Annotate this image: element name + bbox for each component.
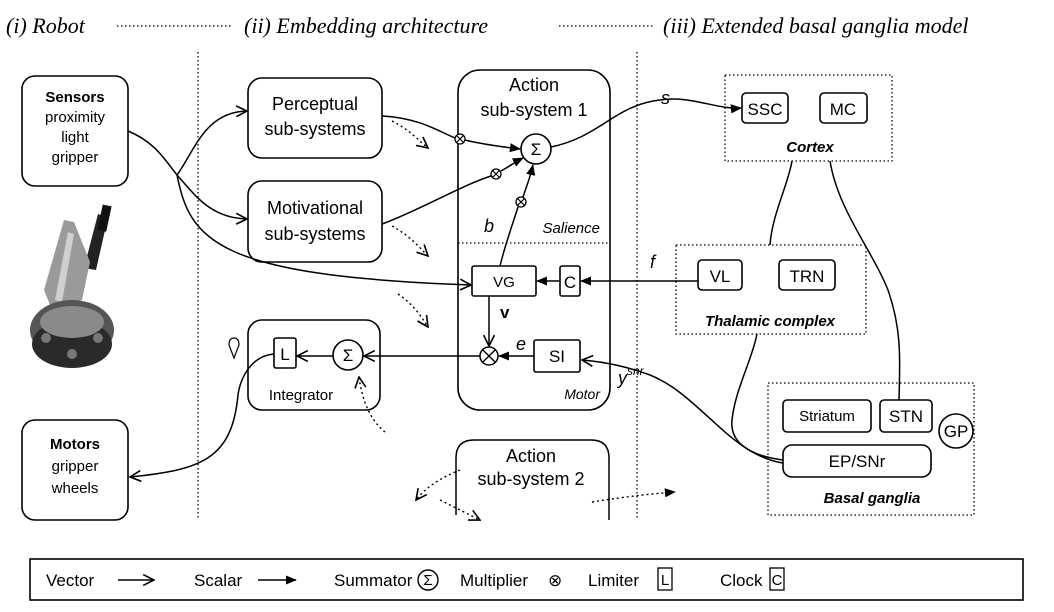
action-subsystem-1-box: Action sub-system 1 Salience Motor [457, 69, 611, 411]
cortex-group: SSC MC Cortex [724, 74, 893, 162]
basal-ganglia-label: Basal ganglia [824, 490, 921, 507]
legend: Vector Scalar Summator Σ Multiplier ⊗ Li… [29, 558, 1024, 601]
svg-text:Σ: Σ [423, 572, 432, 589]
vl-node [697, 259, 743, 291]
label-y-snr: ysnr [616, 364, 645, 388]
svg-text:L: L [661, 572, 669, 589]
svg-text:VL: VL [710, 267, 731, 286]
svg-text:Action: Action [506, 446, 556, 466]
gp-node [938, 413, 974, 449]
label-v: v [500, 303, 510, 322]
heading-embedding: (ii) Embedding architecture [244, 13, 488, 38]
legend-clock-icon [769, 567, 785, 591]
dotted-connections [359, 120, 676, 520]
label-s: s [661, 88, 670, 108]
legend-clock-label: Clock [720, 571, 763, 590]
sensors-title: Sensors [45, 89, 104, 106]
label-f: f [650, 252, 657, 272]
legend-multiplier-icon: ⊗ [548, 571, 562, 590]
legend-summator-icon [417, 569, 439, 591]
multiplier-small [515, 196, 527, 208]
stn-node [879, 399, 933, 433]
ep-snr-node [782, 444, 932, 478]
sensors-box: Sensors proximity light gripper [21, 75, 129, 187]
svg-text:Motivational: Motivational [267, 198, 363, 218]
svg-text:TRN: TRN [790, 267, 825, 286]
motors-item: gripper [52, 458, 99, 475]
striatum-node [782, 399, 872, 433]
sum-symbol: Σ [343, 346, 354, 365]
clock-label: C [564, 273, 576, 292]
svg-text:sub-system 1: sub-system 1 [480, 100, 587, 120]
connections [127, 98, 901, 477]
label-e: e [516, 334, 526, 354]
svg-text:C: C [772, 572, 783, 589]
motors-title: Motors [50, 436, 100, 453]
trn-node [778, 259, 836, 291]
legend-limiter-icon [657, 567, 673, 591]
limiter-label: L [280, 345, 289, 364]
ssc-node [741, 92, 789, 124]
multiplier-small [490, 168, 502, 180]
legend-limiter-label: Limiter [588, 571, 639, 590]
label-b: b [484, 216, 494, 236]
motors-item: wheels [51, 480, 99, 497]
svg-text:GP: GP [944, 422, 969, 441]
svg-text:STN: STN [889, 407, 923, 426]
svg-text:EP/SNr: EP/SNr [829, 452, 886, 471]
mc-node [819, 92, 868, 124]
svg-text:sub-systems: sub-systems [264, 224, 365, 244]
salience-label: Salience [542, 220, 600, 237]
integrator-label: Integrator [269, 387, 333, 404]
legend-vector-label: Vector [46, 571, 95, 590]
motors-box: Motors gripper wheels [21, 419, 129, 521]
si-label: SI [549, 347, 565, 366]
svg-text:SSC: SSC [748, 100, 783, 119]
svg-text:Action: Action [509, 75, 559, 95]
motivational-subsystems-box: Motivational sub-systems [247, 180, 383, 263]
svg-text:sub-systems: sub-systems [264, 119, 365, 139]
salience-summator [520, 133, 552, 165]
svg-text:Striatum: Striatum [799, 408, 855, 425]
vg-label: VG [493, 274, 515, 291]
svg-text:MC: MC [830, 100, 856, 119]
thalamic-label: Thalamic complex [705, 313, 836, 330]
sensors-item: proximity [45, 109, 106, 126]
sensors-item: light [61, 129, 89, 146]
sensors-item: gripper [52, 149, 99, 166]
cortex-label: Cortex [786, 139, 834, 156]
svg-text:sub-system 2: sub-system 2 [477, 469, 584, 489]
basal-ganglia-group: Striatum STN GP EP/SNr Basal ganglia [767, 382, 975, 516]
thalamic-group: VL TRN Thalamic complex [675, 244, 867, 335]
motor-label: Motor [564, 386, 601, 402]
legend-scalar-label: Scalar [194, 571, 243, 590]
sum-symbol: Σ [531, 140, 542, 159]
perceptual-subsystems-box: Perceptual sub-systems [247, 77, 383, 159]
robot-image [30, 204, 114, 368]
heading-basal-model: (iii) Extended basal ganglia model [663, 13, 969, 38]
action-subsystem-2-box: Action sub-system 2 [455, 439, 610, 520]
svg-text:Perceptual: Perceptual [272, 94, 358, 114]
multiplier-small [454, 133, 466, 145]
legend-summator-label: Summator [334, 571, 413, 590]
motor-multiplier [479, 346, 499, 366]
pin-marker [228, 337, 240, 360]
legend-multiplier-label: Multiplier [460, 571, 528, 590]
heading-robot: (i) Robot [6, 13, 86, 38]
